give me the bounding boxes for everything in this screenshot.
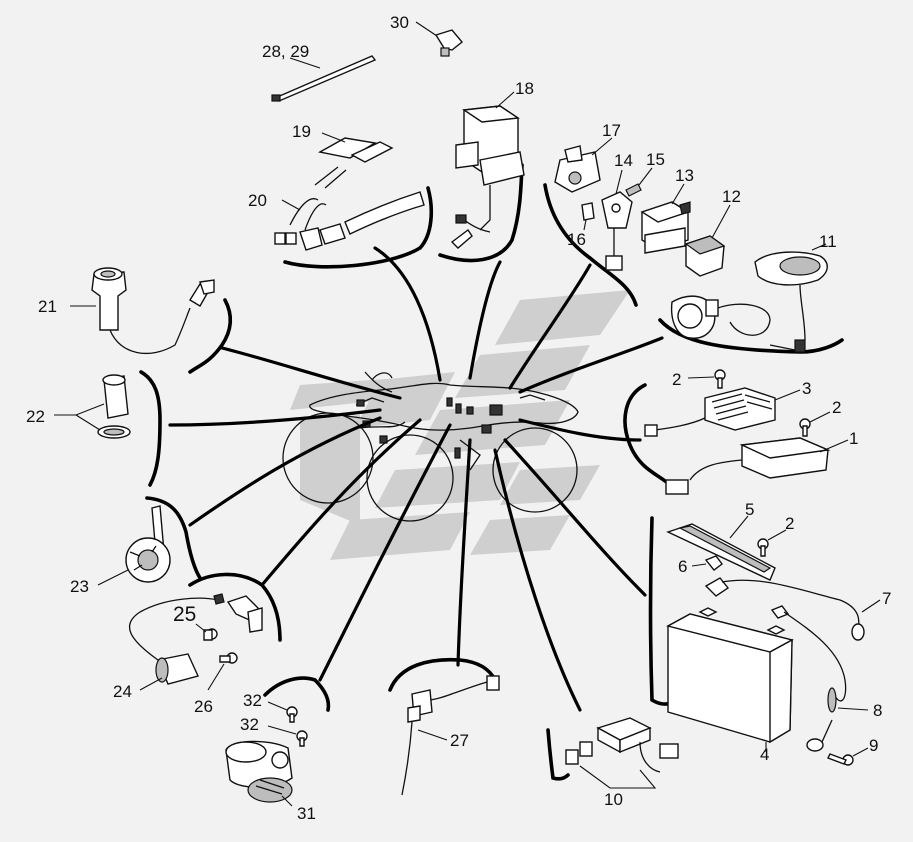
callout-12: 12 bbox=[722, 187, 741, 206]
callout-25: 25 bbox=[173, 603, 196, 626]
part-17-sensor bbox=[554, 137, 613, 193]
callout-20: 20 bbox=[248, 191, 267, 210]
callout-2-module: 2 bbox=[832, 398, 841, 417]
callout-13: 13 bbox=[675, 166, 694, 185]
callout-11: 11 bbox=[819, 232, 837, 251]
callout-labels: 30 28, 29 18 19 17 14 15 13 20 12 16 11 … bbox=[26, 13, 891, 823]
group-boundaries bbox=[139, 163, 844, 781]
part-14-16-switch bbox=[581, 167, 653, 271]
callout-16: 16 bbox=[567, 230, 586, 249]
part-24-ignition-coil bbox=[128, 593, 225, 691]
callout-1: 1 bbox=[849, 429, 858, 448]
part-23-horn bbox=[97, 505, 171, 586]
callout-32-lower: 32 bbox=[240, 715, 259, 734]
part-27-sensor bbox=[401, 675, 500, 796]
callout-24: 24 bbox=[113, 682, 132, 701]
callout-21: 21 bbox=[38, 297, 57, 316]
callout-30: 30 bbox=[390, 13, 409, 32]
part-21-power-socket bbox=[70, 267, 215, 355]
callout-14: 14 bbox=[614, 151, 633, 170]
callout-22: 22 bbox=[26, 407, 45, 426]
part-31-fuse-holder bbox=[225, 740, 293, 807]
callout-18: 18 bbox=[515, 79, 534, 98]
callout-10: 10 bbox=[604, 790, 623, 809]
callout-32-upper: 32 bbox=[243, 691, 262, 710]
callout-19: 19 bbox=[292, 122, 311, 141]
part-4-battery bbox=[666, 607, 794, 752]
callout-26: 26 bbox=[194, 697, 213, 716]
callout-15: 15 bbox=[646, 150, 665, 169]
part-5-battery-strap bbox=[666, 515, 776, 581]
callout-2-regulator: 2 bbox=[672, 370, 681, 389]
callout-17: 17 bbox=[602, 121, 621, 140]
part-2-bolts bbox=[687, 369, 831, 557]
part-26-screw bbox=[207, 652, 238, 691]
part-30-clip bbox=[415, 21, 463, 57]
callout-8: 8 bbox=[873, 701, 882, 720]
callout-7: 7 bbox=[882, 589, 891, 608]
part-25-plug-cap bbox=[195, 595, 263, 641]
part-22-socket bbox=[54, 374, 131, 439]
part-32-screws bbox=[267, 701, 308, 747]
callout-2-strap: 2 bbox=[785, 514, 794, 533]
callout-28-29: 28, 29 bbox=[262, 42, 309, 61]
part-18-relay-box bbox=[450, 91, 525, 249]
callout-9: 9 bbox=[869, 736, 878, 755]
part-10-relays bbox=[565, 717, 679, 789]
callout-4: 4 bbox=[760, 745, 769, 764]
part-8-ground-lead bbox=[770, 605, 869, 752]
harness-spokes bbox=[168, 246, 664, 712]
callout-6: 6 bbox=[678, 557, 687, 576]
watermark-logo bbox=[290, 290, 630, 560]
part-12-flasher bbox=[684, 204, 731, 277]
part-13-cdi-unit bbox=[640, 183, 691, 254]
part-28-29-cable-tie bbox=[271, 55, 377, 102]
callout-23: 23 bbox=[70, 577, 89, 596]
callout-5: 5 bbox=[745, 500, 754, 519]
callout-31: 31 bbox=[297, 804, 316, 823]
part-6-nut bbox=[691, 555, 723, 571]
part-11-alarm bbox=[670, 243, 828, 353]
part-9-bolt bbox=[827, 747, 869, 766]
part-19-20-connectors bbox=[274, 132, 425, 251]
callout-3: 3 bbox=[802, 379, 811, 398]
part-3-regulator bbox=[644, 387, 801, 437]
part-1-module bbox=[665, 437, 849, 495]
callout-27: 27 bbox=[450, 731, 469, 750]
part-7-battery-lead bbox=[704, 577, 881, 641]
